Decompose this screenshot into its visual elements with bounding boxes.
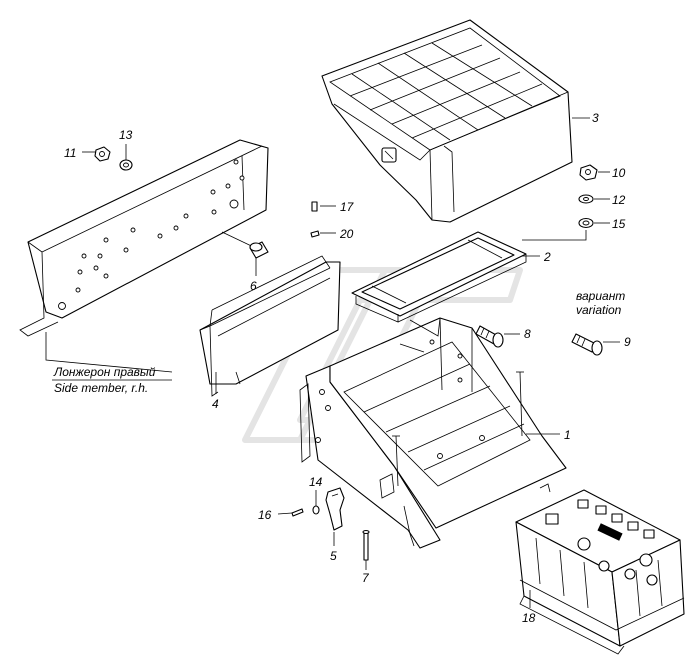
bolt-9	[571, 333, 603, 356]
pin-20	[310, 230, 320, 238]
callout-10: 10	[612, 166, 626, 180]
washer-13	[119, 159, 133, 171]
battery-tray	[299, 317, 567, 549]
callout-8: 8	[524, 327, 531, 341]
callout-9: 9	[624, 335, 631, 349]
latch-5	[325, 487, 345, 531]
variant-label-ru: вариант	[576, 289, 625, 303]
callout-17: 17	[340, 200, 355, 214]
nut-11	[94, 146, 111, 162]
callout-12: 12	[612, 193, 626, 207]
bolt-8	[475, 325, 504, 348]
pin-16	[291, 508, 304, 517]
spacer-6	[249, 241, 269, 259]
callout-1: 1	[564, 428, 571, 442]
mounting-bracket	[199, 255, 341, 397]
callout-2: 2	[543, 250, 551, 264]
callout-14: 14	[309, 475, 323, 489]
callout-7: 7	[362, 571, 370, 585]
callout-11: 11	[64, 146, 76, 160]
callout-16: 16	[258, 508, 272, 522]
side-member	[19, 139, 269, 337]
washer-15	[578, 217, 594, 229]
callout-20: 20	[339, 227, 354, 241]
callout-6: 6	[250, 279, 257, 293]
leader-lines	[45, 117, 620, 608]
pin-17	[311, 201, 318, 212]
callouts: 3 10 12 15 2 8 9 1 17 20 11 13 6 4 14 16…	[64, 111, 631, 625]
clamp-frame	[351, 231, 527, 323]
pin-7	[362, 529, 370, 561]
washer-12	[578, 194, 594, 204]
battery	[515, 489, 685, 655]
callout-15: 15	[612, 217, 626, 231]
notes: вариант variation Лонжерон правый Side m…	[53, 289, 625, 395]
nut-10	[579, 164, 598, 181]
washer-14	[312, 505, 320, 515]
callout-5: 5	[330, 549, 337, 563]
callout-18: 18	[522, 611, 536, 625]
side-member-label-en: Side member, r.h.	[54, 381, 148, 395]
variant-label-en: variation	[576, 303, 622, 317]
callout-3: 3	[592, 111, 599, 125]
callout-13: 13	[119, 128, 133, 142]
side-member-label-ru: Лонжерон правый	[53, 365, 156, 379]
battery-cover	[321, 19, 573, 223]
callout-4: 4	[212, 397, 219, 411]
